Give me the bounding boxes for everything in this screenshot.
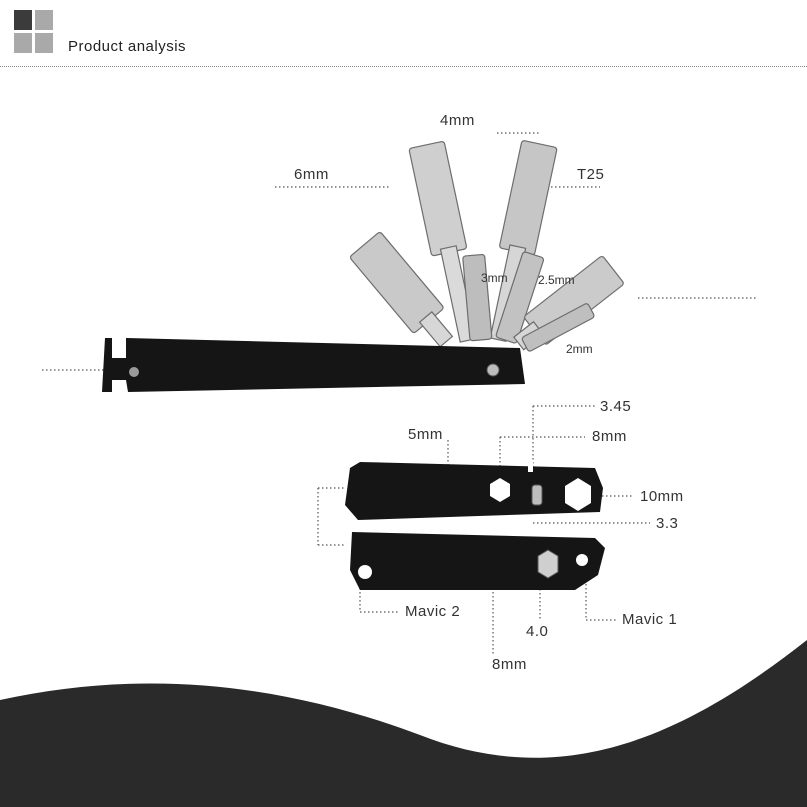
label-4mm: 4mm <box>440 112 475 129</box>
hex-5mm-hole <box>490 478 510 502</box>
section-title: Product analysis <box>68 38 187 55</box>
label-6mm: 6mm <box>294 166 329 183</box>
label-mavic-1: Mavic 1 <box>622 611 678 628</box>
label-3mm: 3mm <box>481 271 508 285</box>
spoke-wrench-top <box>345 462 603 520</box>
spoke-wrench-bottom <box>350 532 605 590</box>
bit-6mm <box>349 232 454 348</box>
label-4-0: 4.0 <box>526 623 549 640</box>
label-3-3: 3.3 <box>656 515 679 532</box>
header-divider <box>0 66 807 67</box>
bit-4mm <box>408 141 477 343</box>
brand-logo <box>14 10 54 54</box>
label-5mm: 5mm <box>408 426 443 443</box>
bit-2mm <box>521 303 595 352</box>
bit-3mm <box>462 253 493 342</box>
bit-2-5mm <box>495 251 545 344</box>
label-3-45: 3.45 <box>600 398 632 415</box>
label-t25: T25 <box>577 166 605 183</box>
label-8mm-bottom: 8mm <box>492 656 527 673</box>
label-8mm-top: 8mm <box>592 428 627 445</box>
label-10mm: 10mm <box>640 488 684 505</box>
label-2mm: 2mm <box>566 342 593 356</box>
decorative-swoosh <box>0 640 807 807</box>
label-2-5mm: 2.5mm <box>538 273 575 287</box>
hex-10mm-hole <box>565 478 591 511</box>
bit-t25 <box>489 140 558 342</box>
label-mavic-2: Mavic 2 <box>405 603 461 620</box>
main-lever <box>102 338 525 392</box>
